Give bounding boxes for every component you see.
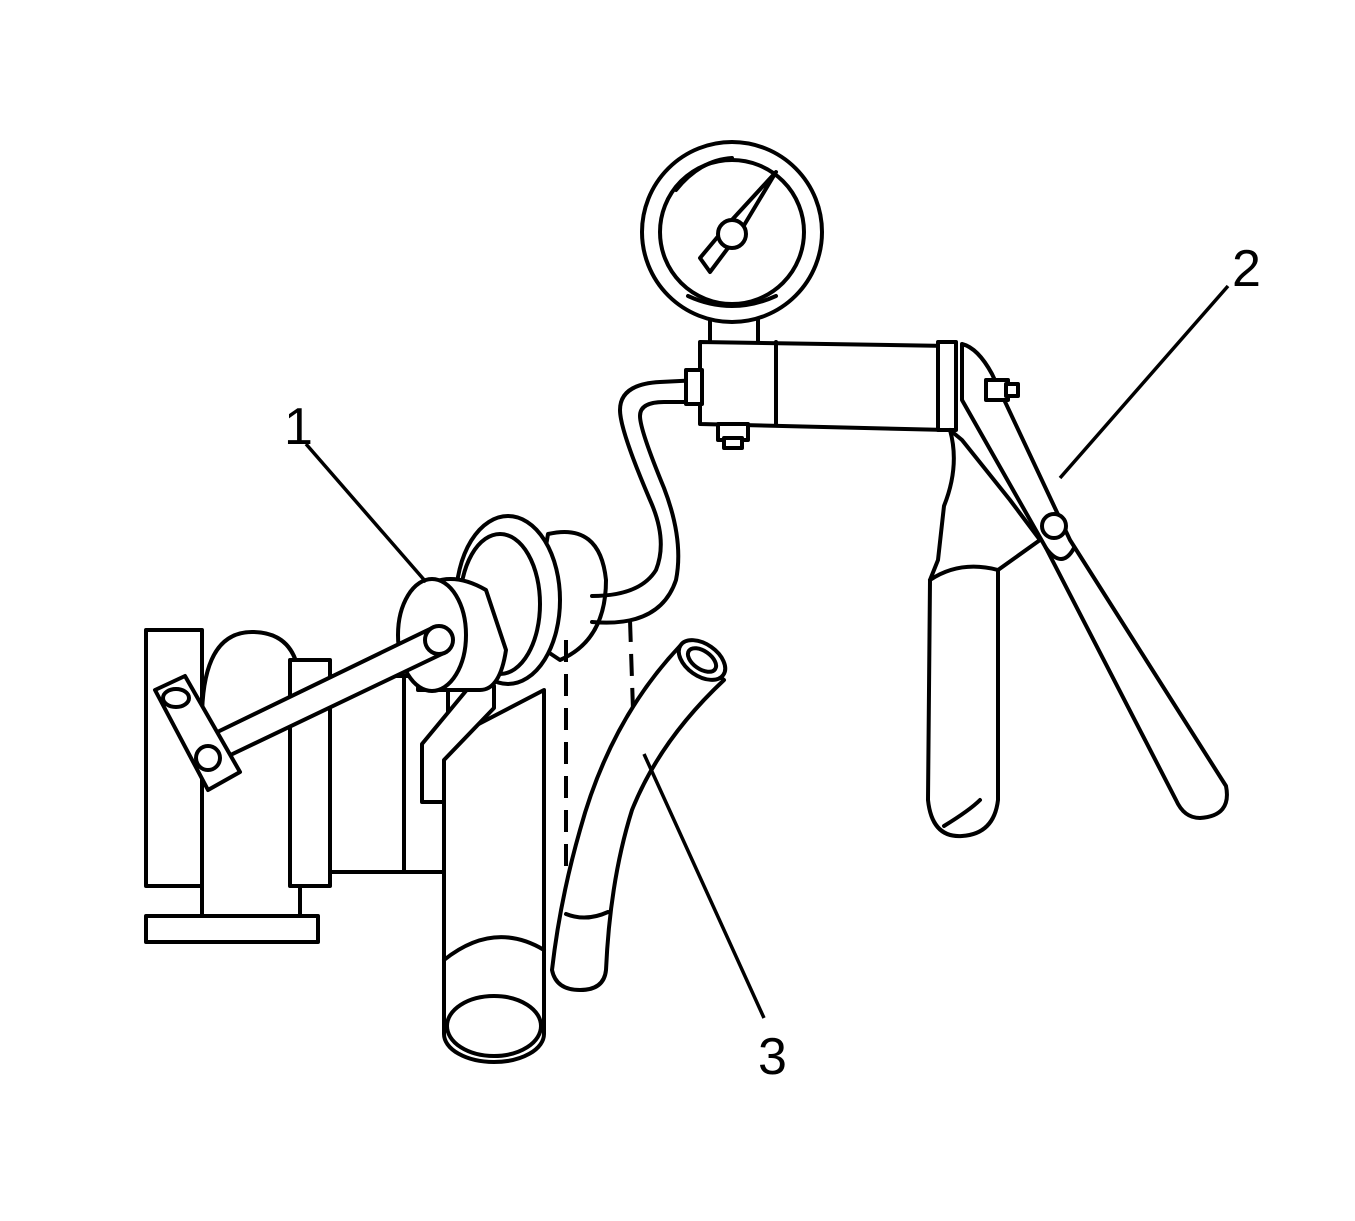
callout-3: 3 xyxy=(642,753,787,1086)
outlet-pipe xyxy=(420,684,546,1064)
vacuum-hose xyxy=(590,378,702,625)
vacuum-valve xyxy=(153,514,608,792)
callout-1-leader xyxy=(304,442,428,584)
callout-3-label: 3 xyxy=(758,1028,787,1086)
hand-vacuum-pump xyxy=(640,140,1229,839)
callout-2-label: 2 xyxy=(1232,240,1261,298)
callout-3-leader xyxy=(642,753,766,1019)
disconnected-hose xyxy=(550,638,728,992)
callout-2-leader xyxy=(1058,284,1230,480)
callout-2: 2 xyxy=(1058,240,1261,480)
callout-1-label: 1 xyxy=(284,398,313,456)
callout-1: 1 xyxy=(284,398,428,584)
mounting-bracket xyxy=(144,628,450,944)
